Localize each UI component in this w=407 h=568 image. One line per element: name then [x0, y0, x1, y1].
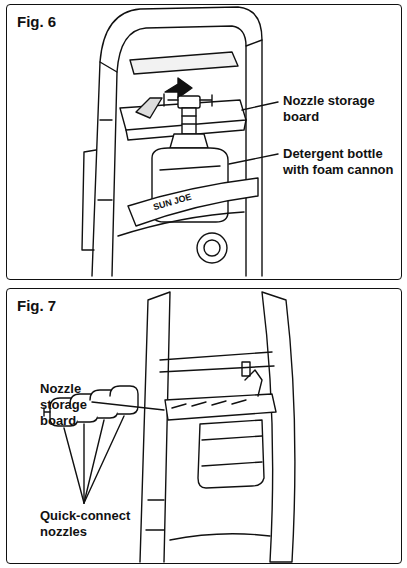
part-label: Nozzle storage board: [40, 381, 92, 429]
part-label: Detergent bottle with foam cannon: [283, 146, 401, 178]
figure-title: Fig. 7: [15, 297, 58, 314]
figure-panel: Fig. 6: [6, 4, 402, 280]
part-label: Quick-connect nozzles: [40, 508, 150, 540]
leader-lines: [64, 402, 164, 503]
part-label: Nozzle storage board: [283, 93, 401, 125]
fig6-washer: [82, 7, 278, 276]
figure-title: Fig. 6: [15, 13, 58, 30]
fig7-washer: [140, 292, 295, 562]
